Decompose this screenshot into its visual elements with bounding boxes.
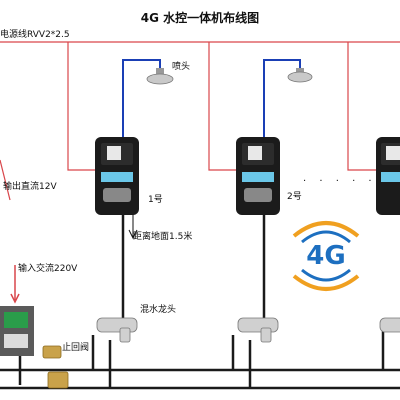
faucet-icon <box>237 317 279 343</box>
power-lines <box>0 41 400 201</box>
faucet-label: 混水龙头 <box>140 305 177 315</box>
logo-text: 4G <box>306 241 345 271</box>
dc-output-label: 输出直流12V <box>3 182 57 192</box>
shower-head-icon <box>287 68 313 83</box>
4g-logo-icon: 4G <box>292 221 360 291</box>
unit-2-label: 2号 <box>287 192 302 202</box>
valve-label: 止回阀 <box>62 343 90 353</box>
pipes <box>0 210 400 390</box>
faucet-icon <box>379 317 400 333</box>
power-box-icon <box>0 306 34 356</box>
valve-icon <box>42 345 69 389</box>
height-label: 距离地面1.5米 <box>133 232 193 242</box>
water-lines <box>122 59 301 145</box>
ac-arrow <box>10 265 20 304</box>
more-units-ellipsis: · · · · · <box>303 176 377 187</box>
ac-input-label: 输入交流220V <box>18 264 78 274</box>
power-cable-label: 电源线RVV2*2.5 <box>0 30 70 40</box>
controller-unit-icon <box>95 137 139 215</box>
unit-1-label: 1号 <box>148 195 163 205</box>
controller-unit-icon <box>236 137 280 215</box>
controller-unit-icon <box>376 137 400 215</box>
shower-head-icon <box>146 68 174 85</box>
faucet-icon <box>96 317 138 343</box>
diagram-title: 4G 水控一体机布线图 <box>140 11 260 25</box>
shower-label: 喷头 <box>172 62 191 72</box>
